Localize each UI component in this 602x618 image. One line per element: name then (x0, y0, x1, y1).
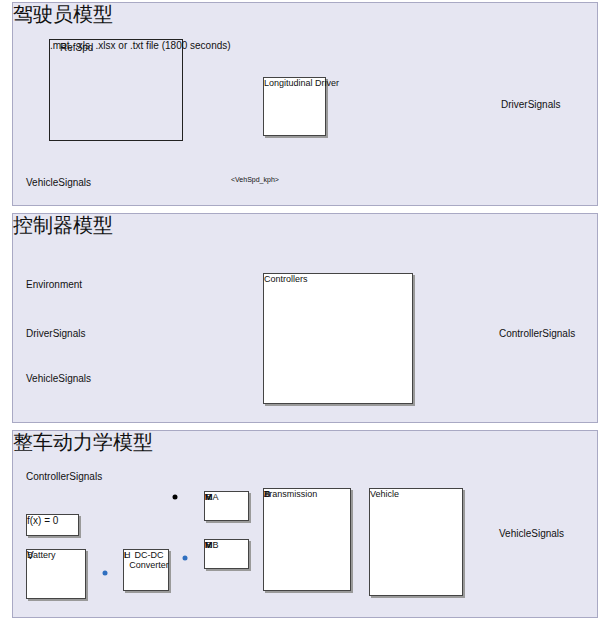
model-band: ControllerSignals f(x) = 0 VBattery LHDC-DC… (12, 430, 598, 618)
block-label: <VehSpd_kph> (231, 176, 279, 184)
converter-block: LHDC-DC Converter (123, 549, 169, 591)
block-label: MB (205, 540, 219, 550)
from-tag: Environment (26, 279, 120, 301)
motor-block: VMRMB (204, 539, 249, 569)
goto-tag: ControllerSignals (499, 328, 593, 350)
block-label: ControllerSignals (499, 328, 575, 340)
driver-block: Longitudinal Driver (263, 77, 326, 136)
from-tag: DriverSignals (26, 328, 120, 350)
block-label: Controllers (264, 274, 308, 284)
band-title: 整车动力学模型 (13, 431, 153, 454)
goto-tag: DriverSignals (501, 99, 591, 120)
block-label: DriverSignals (501, 99, 560, 111)
goto-tag: VehicleSignals (499, 528, 593, 550)
battery-block: VBattery (26, 549, 86, 599)
motor-block: VMRMA (204, 491, 249, 521)
block-label: f(x) = 0 (27, 515, 58, 527)
block-label: Vehicle (370, 489, 399, 499)
block-label: DriverSignals (26, 328, 85, 340)
band-title: 驾驶员模型 (13, 3, 113, 26)
bus-selector: <VehSpd_kph> (231, 176, 236, 201)
block-label: Longitudinal Driver (264, 78, 339, 88)
block-label: DC-DC Converter (124, 550, 174, 571)
signal-builder-block: RefSpd.mat, .xls, .xlsx or .txt file (18… (49, 39, 183, 141)
block-label: H (124, 550, 131, 560)
block-label: MA (205, 492, 219, 502)
band-title: 控制器模型 (13, 214, 113, 237)
model-band: EnvironmentDriverSignalsVehicleSignals Co… (12, 213, 598, 423)
solver-block: f(x) = 0 (26, 514, 79, 536)
block-label: Environment (26, 279, 82, 291)
block-label: Transmission (264, 489, 317, 499)
block-label: VehicleSignals (499, 528, 564, 540)
controller-block: Controllers (263, 273, 413, 404)
from-tag: ControllerSignals (26, 471, 120, 493)
block-label: ControllerSignals (26, 471, 102, 483)
from-tag: VehicleSignals (26, 177, 130, 199)
block-label: VehicleSignals (26, 373, 91, 385)
block-label: .mat, .xls, .xlsx or .txt file (1800 sec… (50, 40, 231, 52)
model-band: RefSpd.mat, .xls, .xlsx or .txt file (18… (12, 2, 598, 206)
from-tag: VehicleSignals (26, 373, 120, 395)
transmission-block: BADTransmission (263, 488, 351, 591)
block-label: Battery (27, 550, 56, 560)
vehicle-block: Vehicle (369, 488, 463, 596)
block-label: VehicleSignals (26, 177, 91, 189)
